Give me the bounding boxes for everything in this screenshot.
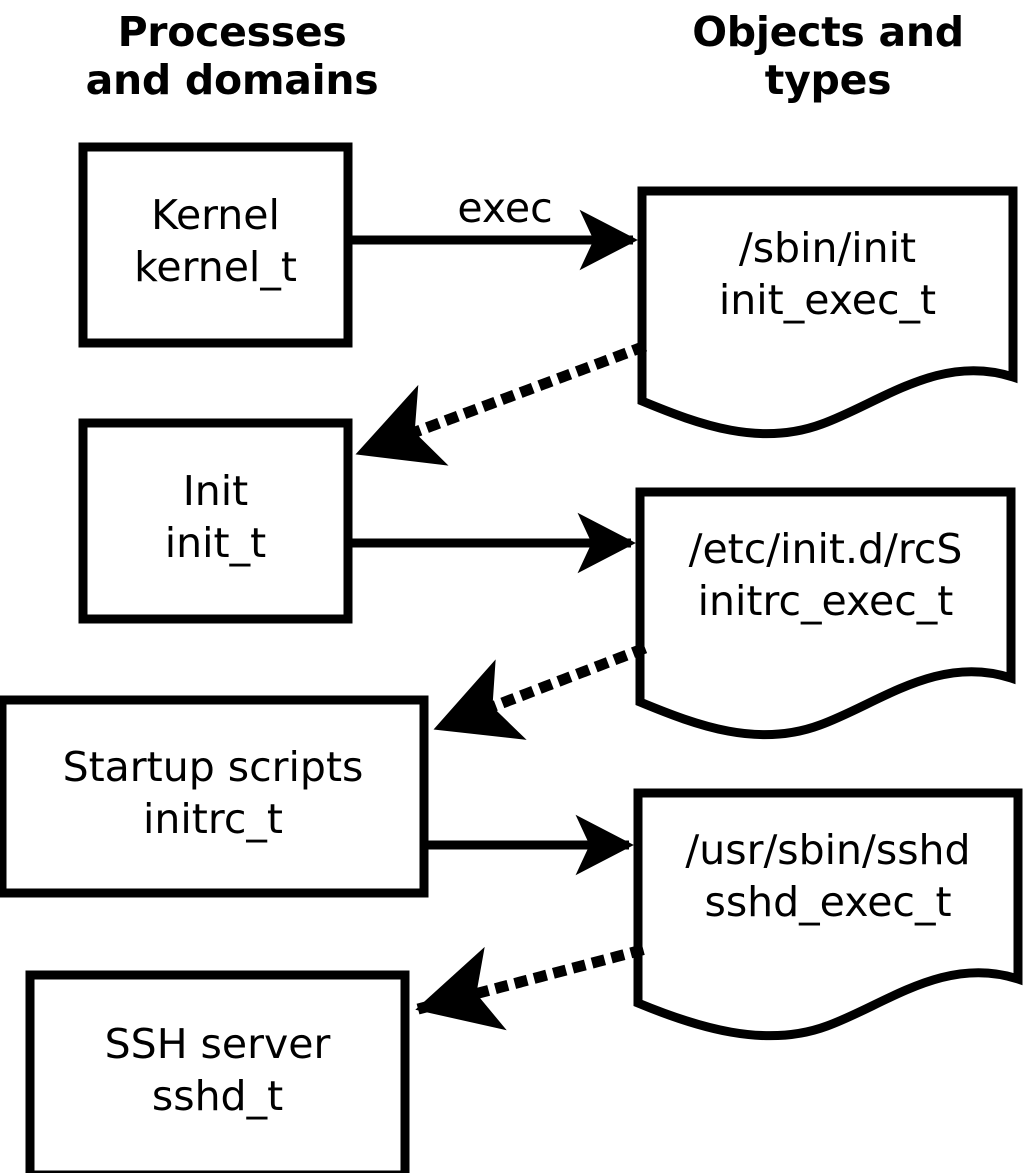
column-header-objects: Objects and types <box>632 8 1024 104</box>
column-header-processes-line1: Processes <box>117 8 347 56</box>
process-name-initrc: Startup scripts <box>62 743 364 791</box>
process-label-initrc: Startup scripts initrc_t <box>2 741 424 845</box>
edge-init-exec-to-init <box>354 340 648 466</box>
process-type-kernel: kernel_t <box>134 243 297 291</box>
process-label-init: Init init_t <box>83 465 348 569</box>
process-name-init: Init <box>182 467 249 515</box>
edge-label-exec: exec <box>457 184 553 232</box>
object-path-initrc-exec: /etc/init.d/rcS <box>688 525 963 573</box>
process-name-sshd: SSH server <box>104 1020 331 1068</box>
object-doc-initrc-exec[interactable] <box>635 487 1016 740</box>
object-path-sshd-exec: /usr/sbin/sshd <box>685 826 971 874</box>
process-label-sshd: SSH server sshd_t <box>30 1018 405 1122</box>
object-doc-sshd-exec[interactable] <box>633 788 1023 1041</box>
edge-initrc-exec-to-initrc <box>432 642 648 740</box>
column-header-processes-line2: and domains <box>85 56 379 104</box>
object-type-initrc-exec: initrc_exec_t <box>697 577 954 625</box>
object-label-initrc-exec: /etc/init.d/rcS initrc_exec_t <box>640 523 1011 627</box>
column-header-processes: Processes and domains <box>32 8 432 104</box>
object-path-init-exec: /sbin/init <box>738 224 917 272</box>
process-box-initrc[interactable] <box>0 695 429 898</box>
process-box-init[interactable] <box>78 418 353 624</box>
edge-sshd-exec-to-sshd <box>415 944 645 1031</box>
object-type-init-exec: init_exec_t <box>718 276 937 324</box>
process-type-init: init_t <box>164 519 267 567</box>
process-box-sshd[interactable] <box>25 970 410 1173</box>
column-header-objects-line2: types <box>764 56 892 104</box>
process-label-kernel: Kernel kernel_t <box>83 189 348 293</box>
process-box-kernel[interactable] <box>78 142 353 348</box>
object-label-sshd-exec: /usr/sbin/sshd sshd_exec_t <box>638 824 1018 928</box>
process-name-kernel: Kernel <box>151 191 280 239</box>
column-header-objects-line1: Objects and <box>692 8 964 56</box>
object-doc-init-exec[interactable] <box>637 186 1018 439</box>
object-label-init-exec: /sbin/init init_exec_t <box>642 222 1013 326</box>
process-type-sshd: sshd_t <box>151 1072 284 1120</box>
object-type-sshd-exec: sshd_exec_t <box>704 878 952 926</box>
process-type-initrc: initrc_t <box>143 795 283 843</box>
